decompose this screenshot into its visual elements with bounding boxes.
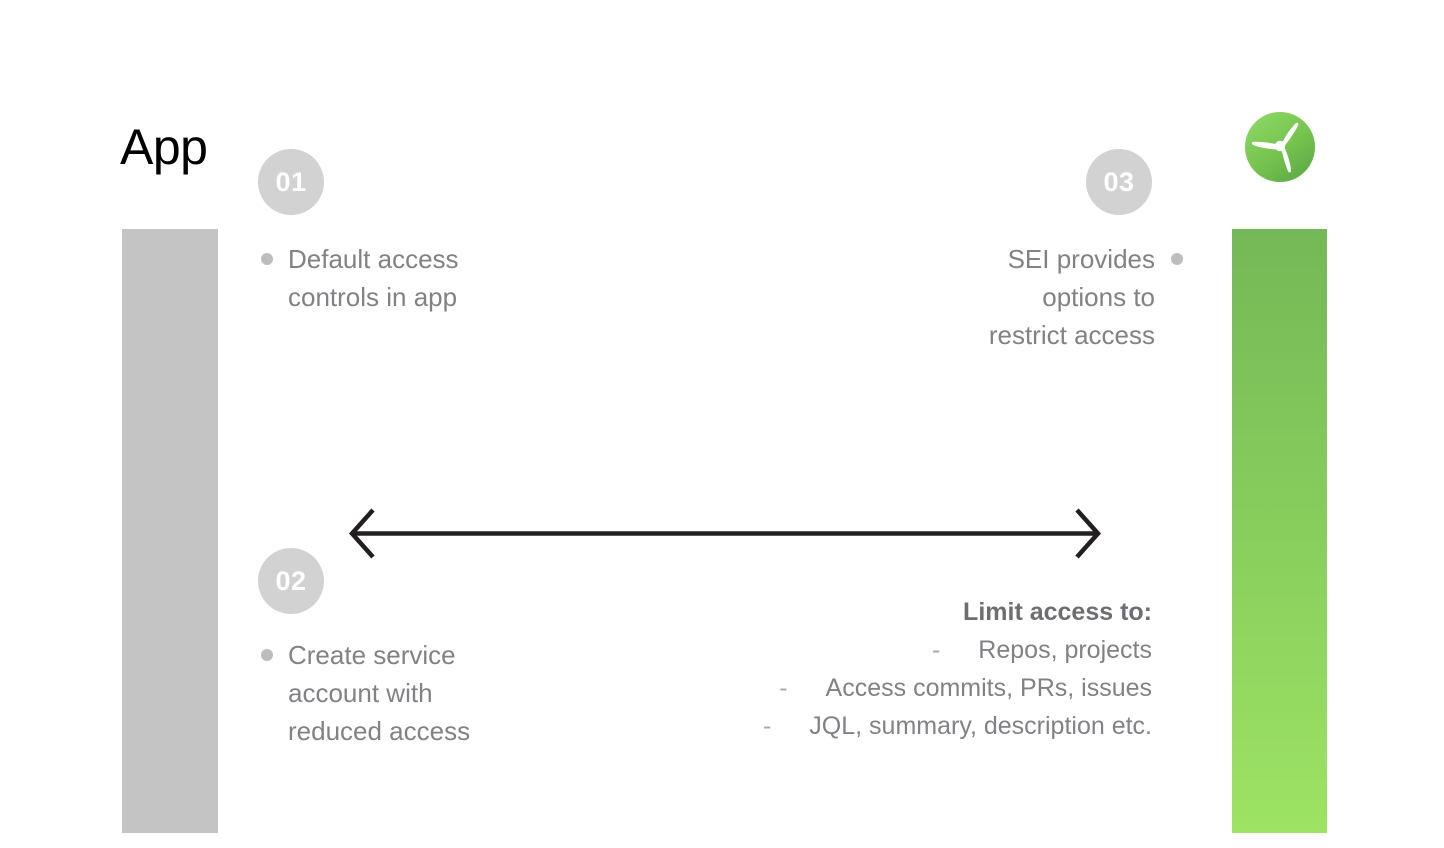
limit-access-item: - Access commits, PRs, issues (600, 669, 1152, 707)
bullet-dot-01 (261, 253, 273, 265)
limit-access-block: Limit access to: - Repos, projects - Acc… (600, 594, 1152, 745)
limit-access-item-text: Repos, projects (978, 636, 1152, 664)
limit-dash: - (762, 712, 772, 740)
step-text-01-line-2: controls in app (288, 282, 458, 312)
app-side-bar (122, 229, 218, 833)
limit-dash: - (931, 636, 941, 664)
limit-access-item-text: JQL, summary, description etc. (809, 712, 1152, 740)
step-text-01: Default access controls in app (288, 240, 618, 316)
step-text-03-line-3: restrict access (988, 320, 1155, 350)
step-text-03-line-2: options to (1042, 282, 1155, 312)
bullet-dot-02 (261, 649, 273, 661)
bullet-dot-03 (1171, 253, 1183, 265)
limit-access-item-text: Access commits, PRs, issues (825, 674, 1152, 702)
step-text-02-line-1: Create service (288, 640, 456, 670)
limit-access-item: - Repos, projects (600, 631, 1152, 669)
page-title: App (120, 119, 208, 175)
propeller-logo-icon (1245, 112, 1315, 182)
limit-access-item: - JQL, summary, description etc. (600, 707, 1152, 745)
step-badge-02: 02 (258, 548, 324, 614)
step-text-02: Create service account with reduced acce… (288, 636, 618, 750)
limit-dash: - (779, 674, 788, 702)
step-text-03: SEI provides options to restrict access (830, 240, 1155, 354)
step-badge-03: 03 (1086, 149, 1152, 215)
step-text-02-line-2: account with (288, 678, 433, 708)
limit-access-title: Limit access to: (963, 598, 1152, 626)
step-text-02-line-3: reduced access (288, 716, 471, 746)
step-text-03-line-1: SEI provides (1007, 244, 1155, 274)
sei-side-bar (1232, 229, 1327, 833)
step-text-01-line-1: Default access (288, 244, 459, 274)
step-badge-01: 01 (258, 149, 324, 215)
double-headed-arrow-icon (345, 500, 1105, 568)
